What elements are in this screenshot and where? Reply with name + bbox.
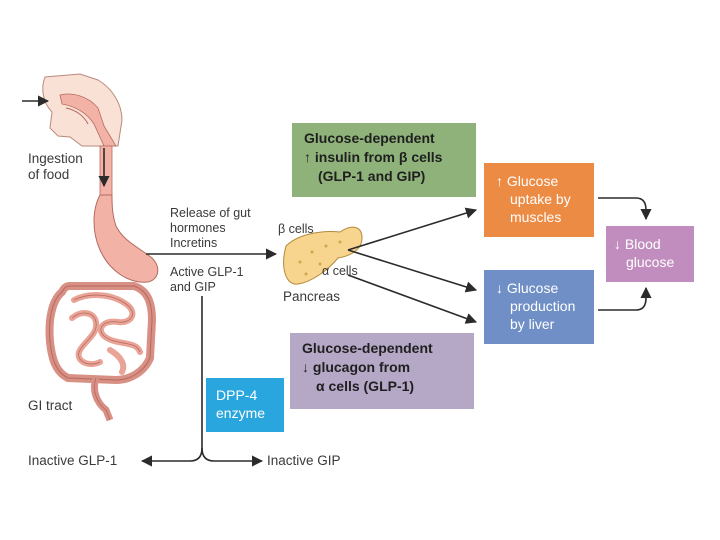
- beta-cells-label: β cells: [278, 222, 314, 236]
- down-arrow-icon: ↓: [496, 280, 503, 296]
- glucagon-effect-box: Glucose-dependent ↓ glucagon from α cell…: [290, 333, 474, 409]
- muscles-to-blood-arrow: [598, 197, 652, 221]
- glucose-production-box: ↓ Glucose production by liver: [484, 270, 594, 344]
- pancreas-to-muscles-arrow: [347, 207, 478, 251]
- pancreas-label: Pancreas: [283, 289, 341, 304]
- pancreas-to-liver-arrow-lower: [347, 274, 478, 324]
- esophagus: [99, 145, 113, 196]
- release-hormones-label: Release of gut hormones Incretins: [170, 206, 251, 250]
- insulin-effect-box: Glucose-dependent ↑ insulin from β cells…: [292, 123, 476, 197]
- blood-glucose-box: ↓ Blood glucose: [606, 226, 694, 282]
- glucose-uptake-box: ↑ Glucose uptake by muscles: [484, 163, 594, 237]
- up-arrow-icon: ↑: [496, 173, 503, 189]
- ingestion-label: Ingestion of food: [28, 151, 83, 182]
- active-glp1-label: Active GLP-1 and GIP: [170, 265, 244, 294]
- up-arrow-icon: ↑: [304, 149, 311, 165]
- pancreas-to-liver-arrow-upper: [347, 249, 478, 293]
- down-arrow-icon: ↓: [302, 359, 309, 375]
- degradation-split: [140, 447, 203, 467]
- gi-tract-label: GI tract: [28, 398, 73, 413]
- dpp4-enzyme-box: DPP-4 enzyme: [206, 378, 284, 432]
- inactive-gip-label: Inactive GIP: [267, 453, 341, 468]
- stomach: [93, 194, 159, 283]
- alpha-cells-label: α cells: [322, 264, 358, 278]
- head-illustration: [42, 73, 123, 147]
- liver-to-blood-arrow: [598, 286, 652, 311]
- inactive-glp1-label: Inactive GLP-1: [28, 453, 118, 468]
- down-arrow-icon: ↓: [614, 236, 621, 252]
